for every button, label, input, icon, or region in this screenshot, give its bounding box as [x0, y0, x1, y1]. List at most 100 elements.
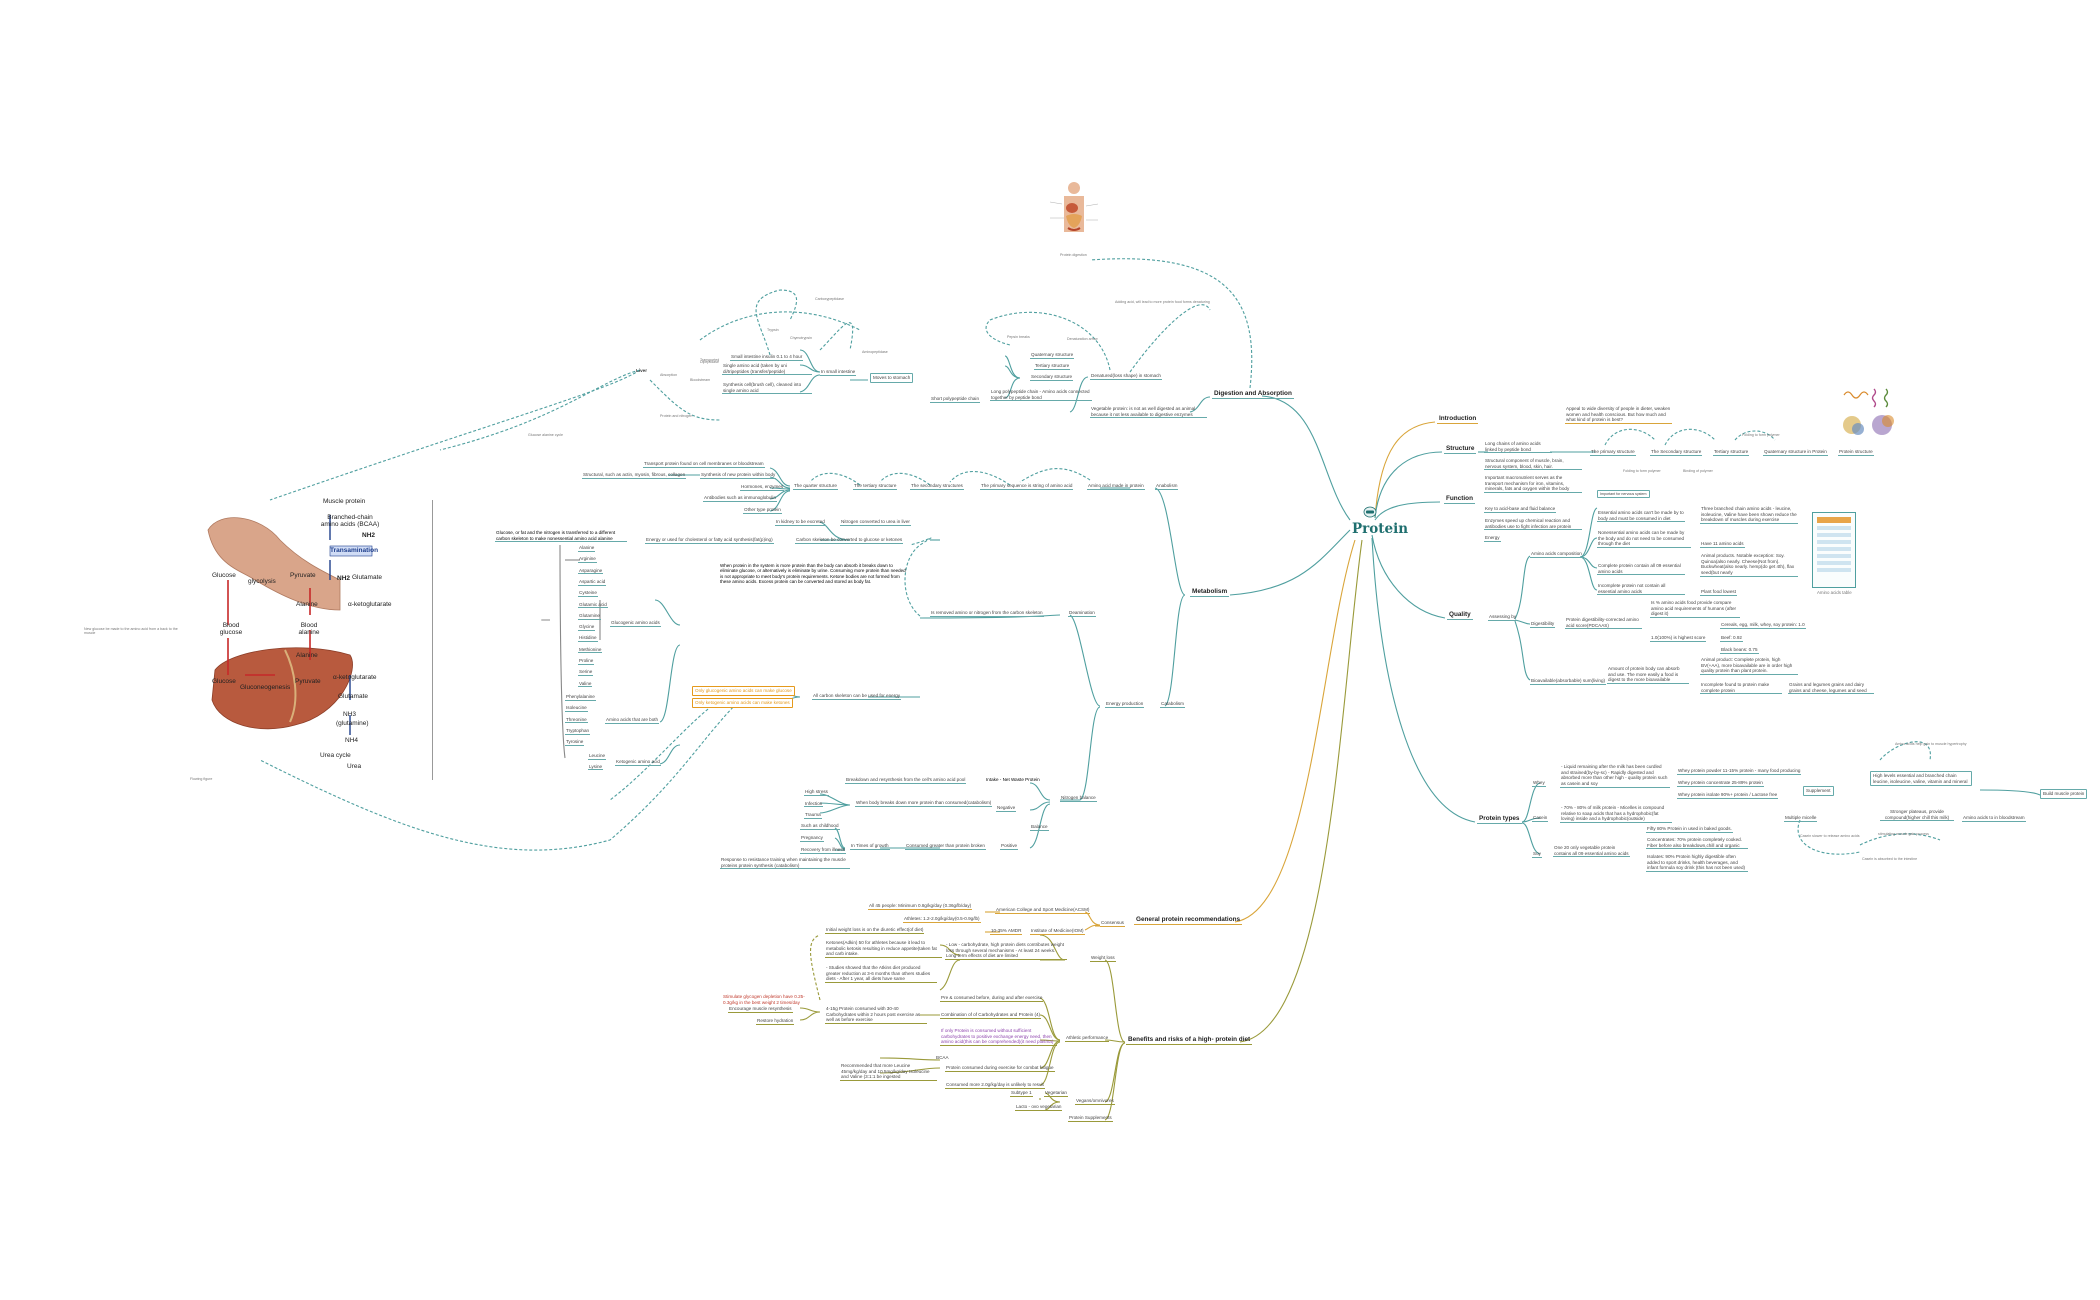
metab-secondary[interactable]: The secondary structures [910, 483, 964, 490]
function-item-5[interactable]: Energy [1484, 535, 1501, 542]
benefit-lacto-ovo[interactable]: Lacto - ovo vegetarian [1015, 1104, 1063, 1111]
introduction-text[interactable]: Appeal to wide diversity of people in di… [1565, 406, 1672, 425]
list-item[interactable]: Glutamine [578, 612, 601, 620]
benefit-recovery-desc[interactable]: 4-15g Protein consumed with 30-40 Carboh… [825, 1006, 927, 1025]
metab-ketogenic[interactable]: Ketogenic amino acid [615, 759, 661, 766]
metab-hormones[interactable]: Hormones, enzymes [740, 484, 785, 491]
structure-definition[interactable]: Long chains of amino acids linked by pep… [1484, 441, 1552, 454]
central-topic[interactable]: Protein [1352, 521, 1409, 537]
function-item-3[interactable]: Key to acid-base and fluid balance [1484, 506, 1557, 513]
metab-removed[interactable]: Is removed amino or nitrogen from the ca… [930, 610, 1044, 617]
function-item-1[interactable]: Structural component of muscle, brain, n… [1484, 458, 1582, 471]
metab-tertiary[interactable]: The tertiary structure [853, 483, 898, 490]
quality-bcaa[interactable]: Three branched chain amino acids - leuci… [1700, 506, 1798, 525]
benefit-a2[interactable]: Combination of of Carbohydrates and Prot… [940, 1012, 1042, 1019]
general-consensus[interactable]: Consensus [1100, 920, 1125, 927]
list-item[interactable]: High stress [804, 789, 829, 796]
branch-quality[interactable]: Quality [1447, 611, 1473, 620]
list-item[interactable]: Tryptophan [565, 727, 591, 735]
benefit-a1[interactable]: Pre & consumed before, during and after … [940, 995, 1044, 1002]
metab-transport[interactable]: Transport protein found on cell membrane… [643, 461, 765, 468]
type-casein-desc[interactable]: - 70% - 80% of milk protein - Micelles i… [1560, 805, 1672, 824]
list-item[interactable]: Trauma [804, 812, 822, 819]
list-item[interactable]: Recovery from illness [800, 847, 846, 854]
branch-benefits-risks[interactable]: Benefits and risks of a high- protein di… [1126, 1036, 1253, 1045]
metab-positive-resp[interactable]: Response to resistance training when mai… [720, 857, 850, 870]
structure-image-label[interactable]: Protein structure [1838, 449, 1874, 456]
function-item-4[interactable]: Enzymes speed up chemical reaction and a… [1484, 518, 1582, 531]
dig-small-chain[interactable]: Small intestine insulin 0.1 to 4 hour [730, 354, 804, 361]
metab-balance[interactable]: Balance [1030, 824, 1049, 831]
quality-nonessential-count[interactable]: Have 11 amino acids [1700, 541, 1745, 548]
benefit-bcaa[interactable]: BCAA [936, 1055, 949, 1060]
benefit-w3[interactable]: - Low - carbohydrate, high protein diets… [945, 942, 1067, 961]
metab-nitrogen-balance[interactable]: Nitrogen balance [1060, 795, 1097, 802]
list-item[interactable]: Arginine [578, 556, 597, 564]
type-whey-bcaa-box[interactable]: High levels essential and branched chain… [1870, 771, 1972, 787]
metab-only-ketogenic[interactable]: Only ketogenic amino acids can make keto… [692, 698, 793, 708]
quality-incomplete[interactable]: Incomplete protein not contain all essen… [1597, 583, 1685, 596]
list-item[interactable]: Aspartic acid [578, 578, 607, 586]
list-item[interactable]: Glutamic acid [578, 601, 608, 609]
branch-structure[interactable]: Structure [1444, 445, 1477, 454]
structure-quaternary[interactable]: Quaternary structure in Protein [1763, 449, 1828, 456]
benefit-athletic[interactable]: Athletic performance [1065, 1035, 1110, 1042]
list-item[interactable]: Threonine [565, 716, 588, 724]
list-item[interactable]: Asparagine [578, 567, 604, 575]
type-casein-release[interactable]: Amino acids to in bloodstream [1962, 815, 2026, 822]
branch-introduction[interactable]: Introduction [1437, 415, 1479, 424]
benefit-supplements[interactable]: Protein Supplements [1068, 1115, 1113, 1122]
quality-complete[interactable]: Complete protein contain all 09 essentia… [1597, 563, 1685, 576]
metab-negative-desc[interactable]: When body breaks down more protein than … [855, 800, 993, 807]
metab-negative[interactable]: Negative [996, 805, 1017, 812]
quality-bioavailable[interactable]: Bioavailable(absorbable) sum(living) [1530, 678, 1607, 685]
benefit-recovery-2[interactable]: Restore hydration [756, 1018, 795, 1025]
dig-quaternary[interactable]: Quaternary structure [1030, 352, 1075, 359]
type-whey-concentrate[interactable]: Whey protein concentrate 25-89% protein [1677, 780, 1764, 787]
branch-protein-types[interactable]: Protein types [1477, 815, 1522, 824]
type-soy[interactable]: Soy [1532, 851, 1542, 858]
list-item[interactable]: Phenylalanine [565, 694, 596, 701]
metab-carbon-skeleton[interactable]: Carbon skeleton be converted to glucose … [795, 537, 904, 544]
benefit-a4[interactable]: Protein consumed during exercise for com… [945, 1065, 1055, 1072]
quality-black-beans[interactable]: Black beans: 0.75 [1720, 647, 1759, 654]
dig-long-poly[interactable]: Long polypeptide chain - Amino acids con… [990, 389, 1092, 402]
quality-animal-bioavailable[interactable]: Animal product: Complete protein, high B… [1700, 657, 1798, 676]
list-item[interactable]: Histidine [578, 635, 598, 643]
metab-nitrogen-urea[interactable]: Nitrogen converted to urea in liver [840, 519, 911, 526]
metab-amino-made[interactable]: Amino acid made in protein [1087, 483, 1145, 490]
type-whey-powder[interactable]: Whey protein powder 11-15% protein - man… [1677, 768, 1802, 775]
list-item[interactable]: Methionine [578, 646, 603, 654]
metab-energy-use[interactable]: Energy or used for cholesterol or fatty … [645, 537, 774, 544]
benefit-w2[interactable]: Ketones(Adkin) 50 for athletes because i… [825, 940, 942, 959]
general-acsm[interactable]: American College and Sport Medicine(ACSM… [995, 907, 1091, 914]
metab-positive-time[interactable]: In Times of growth [850, 843, 890, 850]
benefit-vegetarian[interactable]: Vegetarian [1044, 1090, 1068, 1097]
metab-glucose-note[interactable]: Glucose, or fat and the nitrogen is tran… [495, 530, 627, 543]
benefit-bcaa-desc[interactable]: Recommended that more Leucine 45mg/kg/da… [840, 1063, 937, 1082]
general-iom[interactable]: Institute of Medicine(IOM) [1030, 928, 1085, 935]
list-item[interactable]: Lysine [588, 763, 604, 771]
quality-cereals[interactable]: Cereals, egg, milk, whey, soy protein: 1… [1720, 622, 1806, 629]
dig-single[interactable]: Single amino acid (taken by uni di/tripe… [722, 363, 812, 376]
quality-assessing[interactable]: Assessing by [1488, 614, 1518, 621]
benefit-subtype[interactable]: Subtype 1 [1010, 1090, 1033, 1097]
type-whey-supplement[interactable]: Supplement [1803, 786, 1834, 796]
general-rec-2[interactable]: Athletes: 1.2-2.0g/kg/day(0.5-0.9g/lb) [903, 916, 981, 923]
quality-animal-products[interactable]: Animal products. Notable exception: Soy.… [1700, 553, 1798, 577]
list-item[interactable]: Glycine [578, 624, 596, 631]
metab-anabolism[interactable]: Anabolism [1155, 483, 1179, 490]
list-item[interactable]: Infection [804, 800, 824, 808]
quality-plant[interactable]: Plant food lowest [1700, 589, 1737, 596]
benefit-w4[interactable]: - Studies showed that the Atkins diet pr… [825, 965, 937, 984]
dig-small-intestine[interactable]: In small intestine [820, 369, 857, 376]
list-item[interactable]: Pregnancy [800, 835, 824, 842]
benefit-w1[interactable]: Initial weight loss is on the diuretic e… [825, 927, 925, 934]
metab-primary-seq[interactable]: The primary sequence is string of amino … [980, 483, 1074, 490]
dig-denatured[interactable]: Denatured(loss shape) in stomach [1090, 373, 1162, 380]
type-build-muscle[interactable]: Build muscle protein [2040, 789, 2088, 799]
branch-function[interactable]: Function [1444, 495, 1475, 504]
quality-aa-header[interactable]: Important for nervous system [1597, 490, 1650, 499]
type-casein[interactable]: Casein [1532, 815, 1549, 822]
quality-digestibility[interactable]: Digestibility [1530, 621, 1556, 628]
